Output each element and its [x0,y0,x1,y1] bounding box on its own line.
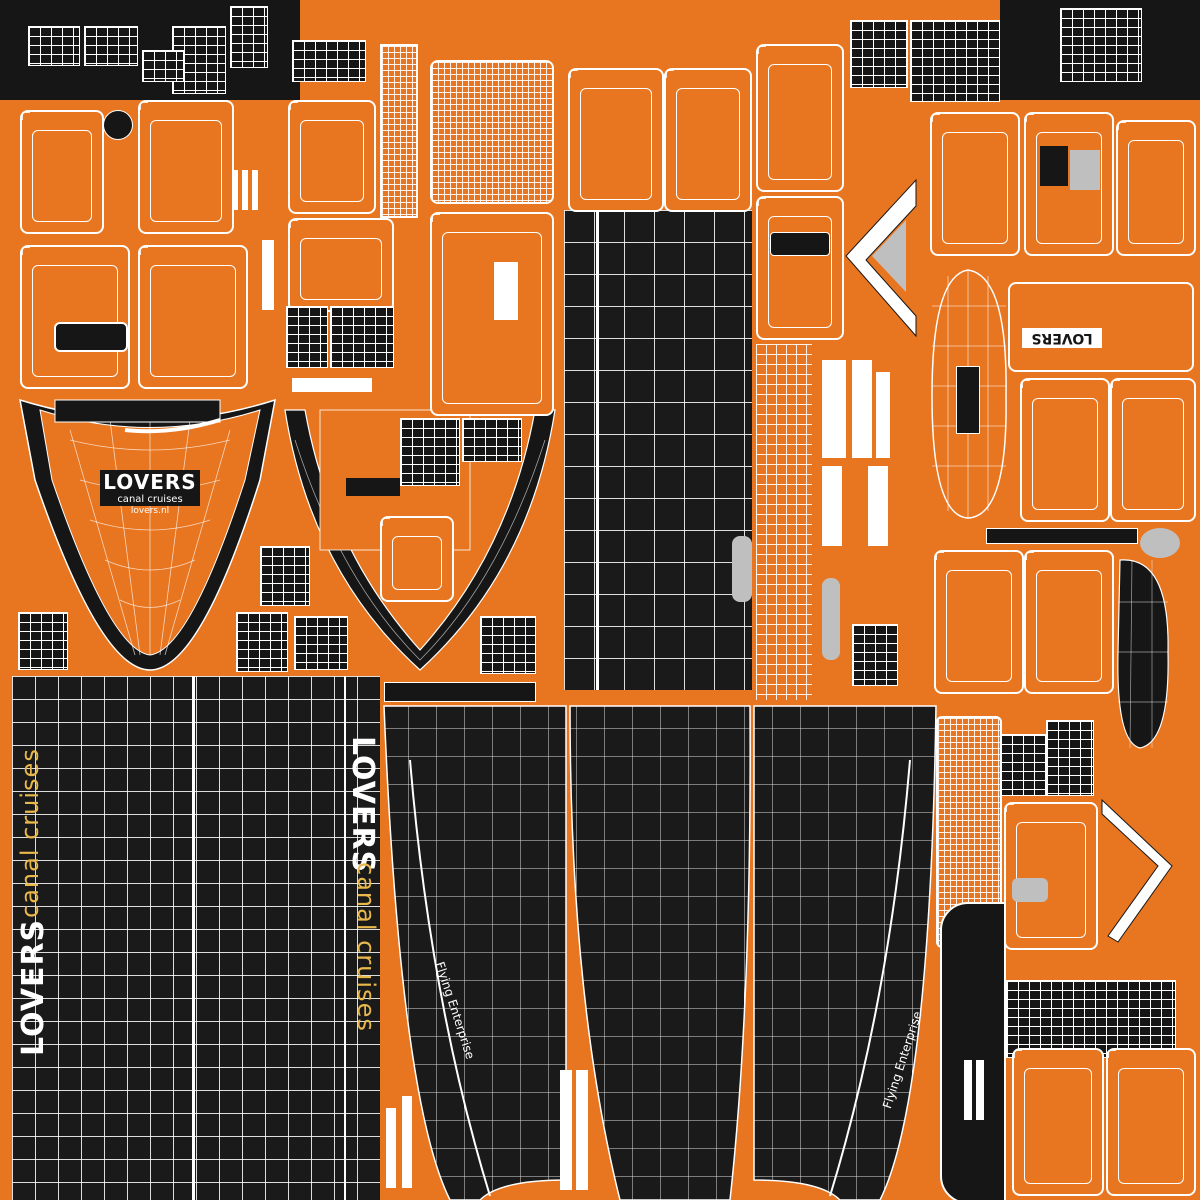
seat-cushion [1020,378,1110,522]
hull-brand-left: LOVERS [16,918,51,1056]
side-deck-panel [1117,559,1169,749]
grey-fitting [1070,150,1100,190]
logo-url: lovers.nl [130,506,170,516]
white-strip [560,1070,572,1190]
uv-grid-block [1046,720,1094,796]
curved-rail [940,902,1006,1200]
seat-cushion [288,100,376,214]
hull-stripe [596,210,599,690]
hull-side-panel-upper [564,210,752,690]
uv-grid-block [286,306,328,368]
seat-cushion [1116,120,1196,256]
white-strip [576,1070,588,1190]
white-strip [822,466,842,546]
logo-badge: LOVERS canal cruises lovers.nl [100,470,200,516]
hull-tagline-right: canal cruises [352,862,380,1032]
seat-cushion [1024,550,1114,694]
seat-cushion [288,218,394,312]
seat-back-rail [380,44,418,218]
uv-grid-block [462,418,522,462]
seat-cushion [380,516,454,602]
seat-cushion [756,196,844,340]
white-strip [402,1096,412,1188]
uv-grid-block [292,40,366,82]
uv-grid-block [330,306,394,368]
seat-cushion [1012,1048,1104,1196]
seat-cushion [138,245,248,389]
rail-strip [986,528,1138,544]
seat-cushion [20,110,104,234]
logo-brand: LOVERS [100,470,200,494]
white-strip [876,372,890,458]
stern-cushion [1008,282,1194,372]
seat-back [430,60,554,204]
uv-grid-block [1060,8,1142,82]
white-strip [976,1060,984,1120]
uv-grid-block [850,20,908,88]
grey-fitting [822,578,840,660]
orange-grid-strip [756,344,812,700]
uv-grid-block [852,624,898,686]
hull-seam [344,676,346,1200]
seat-cushion [568,68,664,212]
uv-grid-block [1000,734,1046,796]
hull-bottom-panels [383,705,937,1200]
stern-logo-text: LOVERS [1022,328,1102,348]
white-strip [292,378,372,392]
grey-fitting [732,536,752,602]
white-strip [964,1060,972,1120]
uv-grid-block [28,26,80,66]
white-strip [232,170,238,210]
uv-grid-block [400,418,460,486]
uv-grid-block [294,616,348,670]
uv-grid-block [1006,980,1176,1058]
seat-cushion [20,245,130,389]
white-strip [822,360,846,458]
chevron-strut [845,178,917,338]
stern-logo-badge [956,366,980,434]
grey-fitting [1140,528,1180,558]
uv-grid-block [230,6,268,68]
white-strip [252,170,258,210]
uv-grid-block [236,612,288,672]
parts-row [384,682,536,702]
seat-cushion [1106,1048,1196,1196]
hull-brand-right: LOVERS [345,736,380,874]
dark-patch [346,478,400,496]
white-strip [242,170,248,210]
seat-cushion [930,112,1020,256]
seat-cushion [1110,378,1196,522]
uv-grid-block [84,26,138,66]
seat-handle-decal [54,322,128,352]
seat-cushion [138,100,234,234]
chevron-strut [1101,798,1173,943]
white-strip [852,360,872,458]
hull-panel-large [12,676,380,1200]
vertical-logo-strip [494,262,518,320]
seat-cushion [1004,802,1098,950]
round-panel [103,110,133,140]
uv-grid-block [480,616,536,674]
uv-grid-block [142,50,184,82]
seat-cushion [756,44,844,192]
seat-cushion [934,550,1024,694]
lovers-badge-small [770,232,830,256]
seat-cushion [664,68,752,212]
seat-cushion [430,212,554,416]
uv-grid-block [910,20,1000,102]
white-strip [386,1108,396,1188]
hull-seam [192,676,195,1200]
bow-panel-left [19,398,276,671]
hull-tagline-left: canal cruises [16,748,44,918]
dark-patch [1040,146,1068,186]
uv-grid-block [260,546,310,606]
grey-fitting [1012,878,1048,902]
logo-tagline: canal cruises [100,494,200,506]
uv-grid-block [18,612,68,670]
white-strip [262,240,274,310]
white-strip [868,466,888,546]
seat-cushion [1024,112,1114,256]
